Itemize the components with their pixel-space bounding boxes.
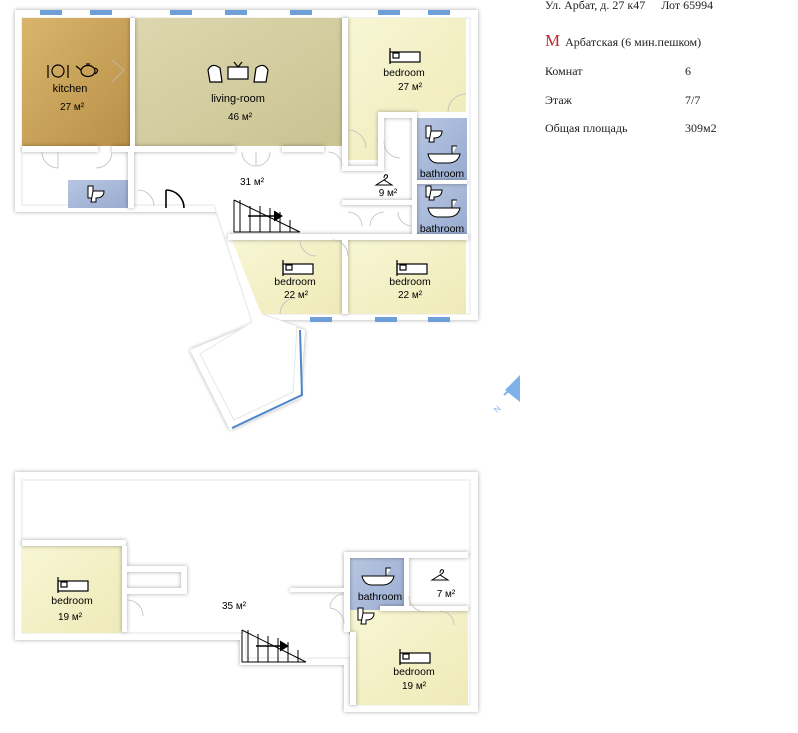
tv-icon xyxy=(227,61,249,80)
lower-bedroom-left-label: bedroom xyxy=(51,595,93,607)
detail-value: 7/7 xyxy=(685,93,701,107)
lower-closet-area: 7 м² xyxy=(437,589,456,600)
lower-stairs xyxy=(241,629,307,663)
metro-icon: М xyxy=(545,31,561,50)
entry-door-arc xyxy=(165,189,185,209)
closet-area: 9 м² xyxy=(379,188,398,199)
bed-icon xyxy=(57,577,89,593)
detail-row-floor: Этаж 7/7 xyxy=(545,93,775,108)
bedroom-right-label: bedroom xyxy=(389,276,431,288)
bed-icon xyxy=(399,649,431,665)
bedroom-right-room xyxy=(348,240,466,314)
armchair-right-icon xyxy=(253,64,269,83)
detail-row-rooms: Комнат 6 xyxy=(545,64,775,79)
bedroom-mid-label: bedroom xyxy=(274,276,316,288)
bedroom-mid-room xyxy=(232,240,342,314)
hanger-icon xyxy=(430,569,450,581)
detail-value: 6 xyxy=(685,64,691,78)
lower-hall-area: 35 м² xyxy=(222,601,247,612)
kitchen-area: 27 м² xyxy=(60,102,85,113)
compass-north-label: N xyxy=(492,404,503,415)
bedroom-right-area: 22 м² xyxy=(398,290,423,301)
detail-label: Этаж xyxy=(545,93,572,107)
bathtub-icon xyxy=(361,567,395,586)
upper-floor: kitchen 27 м² living-room 46 м² bedroom … xyxy=(15,10,478,430)
bedroom-mid-area: 22 м² xyxy=(284,290,309,301)
compass-icon: N xyxy=(492,375,520,415)
address: Ул. Арбат, д. 27 к47 xyxy=(545,0,646,12)
balcony-glazing xyxy=(231,329,304,429)
lot-number: Лот 65994 xyxy=(661,0,714,12)
toilet-icon xyxy=(357,607,375,625)
detail-value: 309м2 xyxy=(685,121,717,135)
bathtub-icon xyxy=(427,145,461,164)
toilet-icon xyxy=(425,185,443,201)
bed-icon xyxy=(389,48,421,64)
living-room-area: 46 м² xyxy=(228,112,253,123)
upper-walls xyxy=(22,18,468,314)
lower-bedroom-right-label: bedroom xyxy=(393,666,435,678)
bedroom-top-label: bedroom xyxy=(383,67,425,79)
bathroom-1-room xyxy=(417,118,467,180)
metro-line: М Арбатская (6 мин.пешком) xyxy=(545,31,701,51)
bathroom-1-label: bathroom xyxy=(420,168,465,180)
living-room-label: living-room xyxy=(211,93,265,105)
bathtub-icon xyxy=(427,199,461,218)
upper-doors xyxy=(41,59,467,315)
kitchen-room xyxy=(22,18,130,146)
lower-bedroom-left-area: 19 м² xyxy=(58,612,83,623)
floor-plan: kitchen 27 м² living-room 46 м² bedroom … xyxy=(15,10,520,712)
lower-bathroom-label: bathroom xyxy=(358,591,403,603)
bed-icon xyxy=(396,260,428,276)
lower-walls xyxy=(22,540,468,705)
bedroom-top-room xyxy=(348,18,466,160)
hanger-icon xyxy=(374,174,394,186)
toilet-icon xyxy=(425,125,443,143)
lower-bedroom-right-area: 19 м² xyxy=(402,681,427,692)
metro-station: Арбатская (6 мин.пешком) xyxy=(565,35,702,49)
upper-windows xyxy=(40,10,450,322)
upper-stairs xyxy=(233,199,301,233)
toilet-icon xyxy=(87,185,105,203)
detail-label: Общая площадь xyxy=(545,121,628,135)
kitchen-label: kitchen xyxy=(53,83,88,95)
detail-row-area: Общая площадь 309м2 xyxy=(545,121,775,136)
armchair-left-icon xyxy=(207,64,223,83)
lower-doors xyxy=(126,593,455,626)
living-room xyxy=(135,18,342,146)
detail-label: Комнат xyxy=(545,64,583,78)
lower-floor: bedroom 19 м² 35 м² bathroom 7 м² bedroo… xyxy=(15,472,478,712)
teapot-icon xyxy=(75,63,99,78)
bedroom-top-area: 27 м² xyxy=(398,82,423,93)
hall-area: 31 м² xyxy=(240,177,265,188)
dining-icon xyxy=(47,64,69,78)
address-line: Ул. Арбат, д. 27 к47 Лот 65994 xyxy=(545,0,713,13)
bathroom-2-label: bathroom xyxy=(420,223,465,235)
bed-icon xyxy=(282,260,314,276)
